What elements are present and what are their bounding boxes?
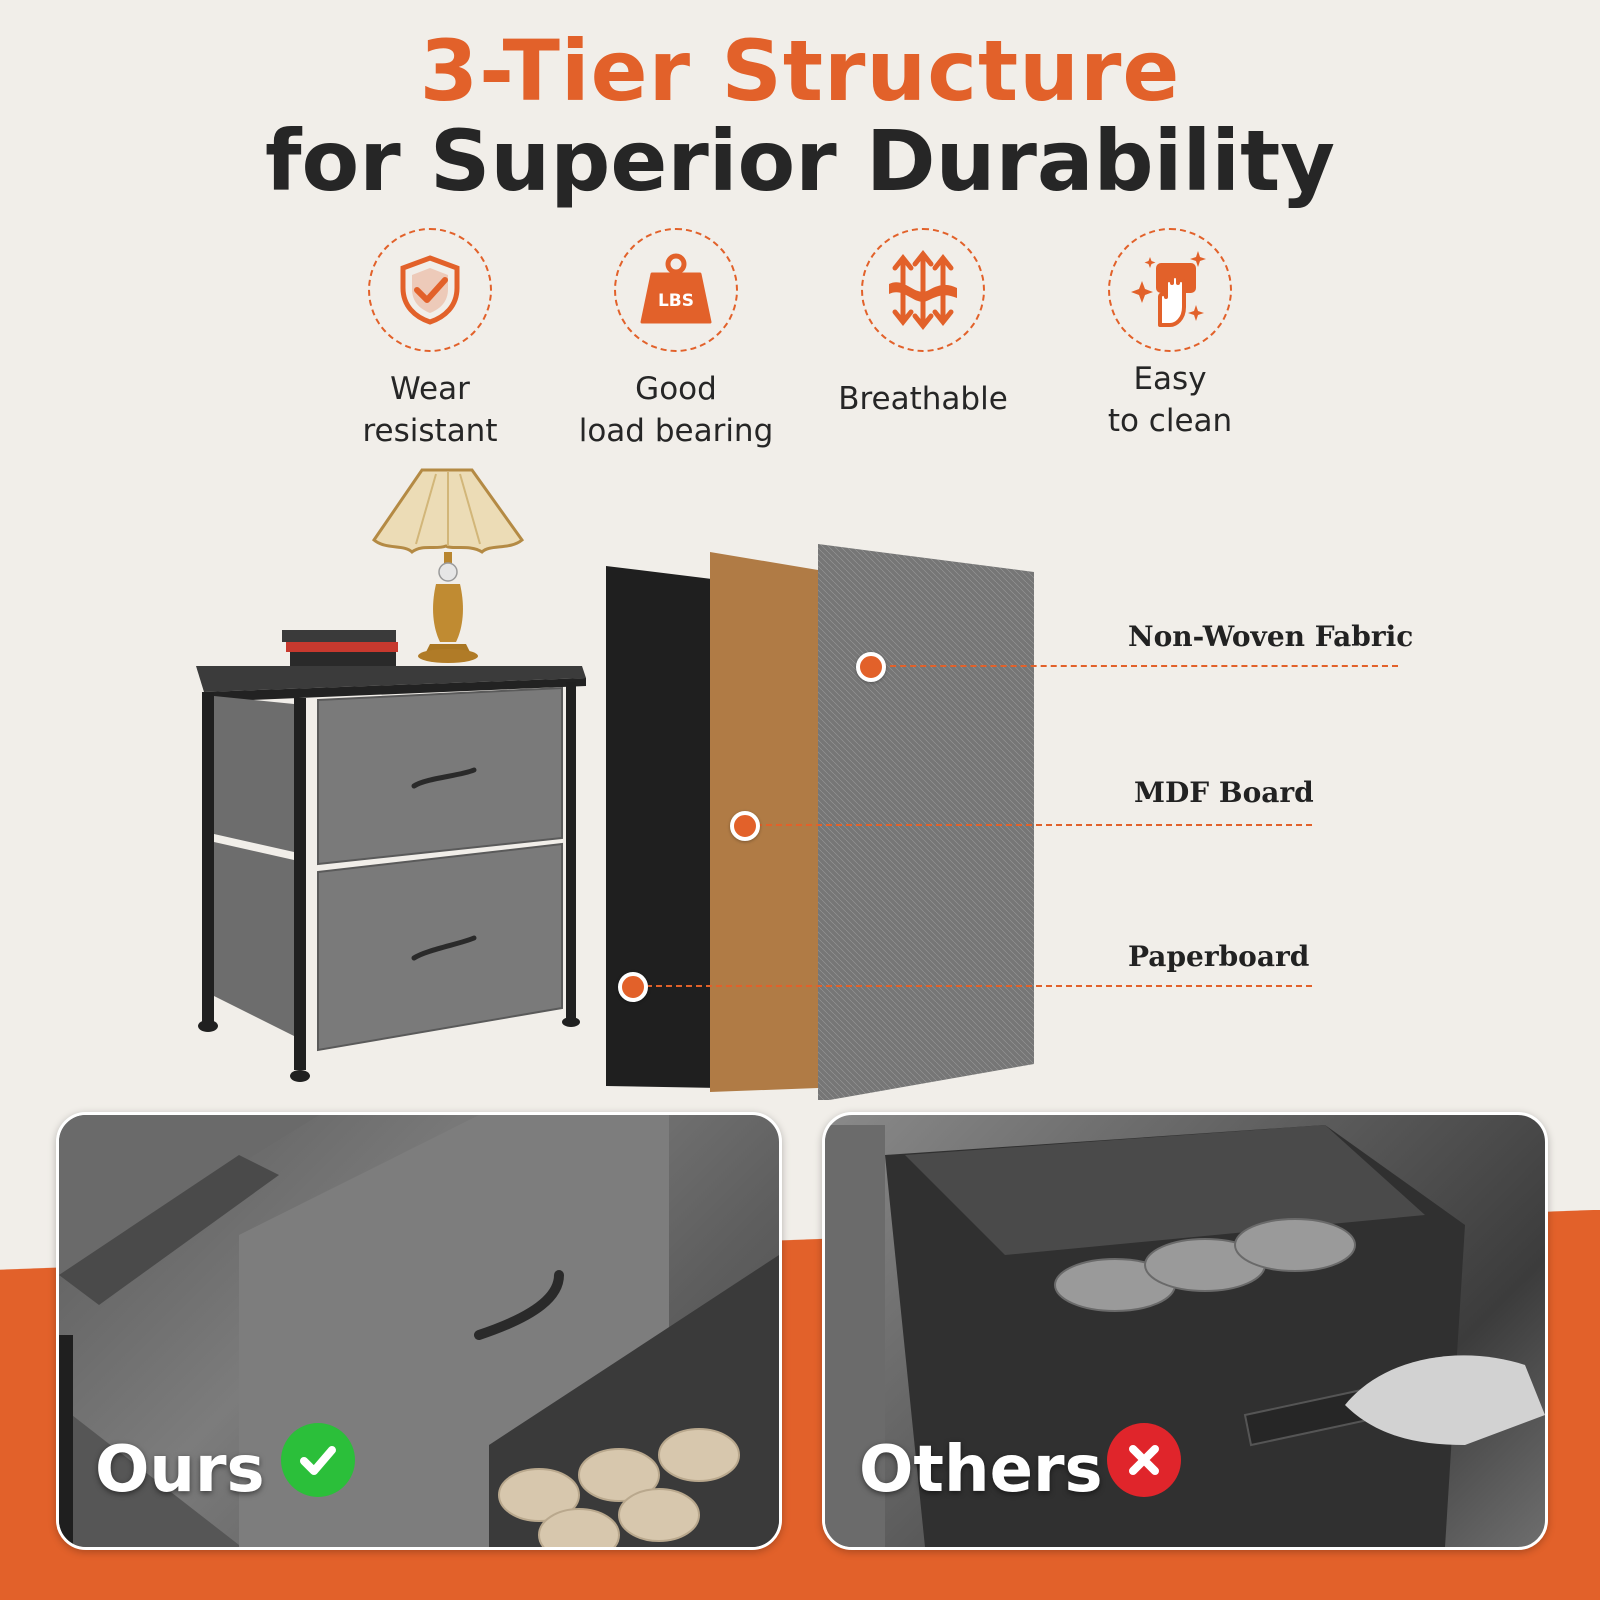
title-line-1: 3-Tier Structure [419,22,1181,120]
cross-icon [1129,1445,1159,1475]
callout-dot-mdf [730,811,760,841]
callout-label-paperboard: Paperboard [1128,940,1310,973]
feature-label: Breathable [838,381,1008,417]
callout-label-mdf: MDF Board [1134,776,1314,809]
others-bin-illustration [825,1125,1545,1547]
feature-load-bearing: LBS Good load bearing [556,228,796,452]
mdf-panel [710,552,818,1092]
airflow-arrows-icon [889,250,957,330]
non-woven-panel [606,566,720,1088]
callout-line-non-woven [870,665,1398,667]
weight-icon-text: LBS [658,291,694,311]
cross-badge [1107,1423,1181,1497]
feature-icon-circle: LBS [614,228,738,352]
feature-wear-resistant: Wear resistant [310,228,550,452]
sparkle-hand-icon [1131,251,1206,327]
feature-label: Easy to clean [1107,361,1233,439]
feature-icon-circle [368,228,492,352]
nightstand-illustration [196,468,586,1082]
callout-line-mdf [746,824,1312,826]
feature-label: Wear resistant [362,371,498,449]
photo-ours: Ours [56,1112,782,1550]
title-line-2: for Superior Durability [265,112,1335,210]
feature-breathable: Breathable [803,228,1043,420]
callout-dot-paperboard [618,972,648,1002]
weight-lbs-icon: LBS [640,253,712,324]
callout-label-non-woven: Non-Woven Fabric [1128,620,1414,653]
feature-easy-clean: Easy to clean [1050,228,1290,442]
feature-icon-circle [1108,228,1232,352]
photo-others: Others [822,1112,1548,1550]
shield-check-icon [400,255,460,325]
others-label: Others [859,1433,1103,1507]
feature-icon-circle [861,228,985,352]
table-lamp [371,468,525,663]
checkmark-icon [300,1446,336,1475]
feature-label: Good load bearing [578,371,774,449]
ours-label: Ours [95,1433,265,1507]
layer-panels-illustration [606,544,1034,1100]
check-badge [281,1423,355,1497]
callout-dot-non-woven [856,652,886,682]
callout-line-paperboard [636,985,1312,987]
books-stack [282,630,398,672]
